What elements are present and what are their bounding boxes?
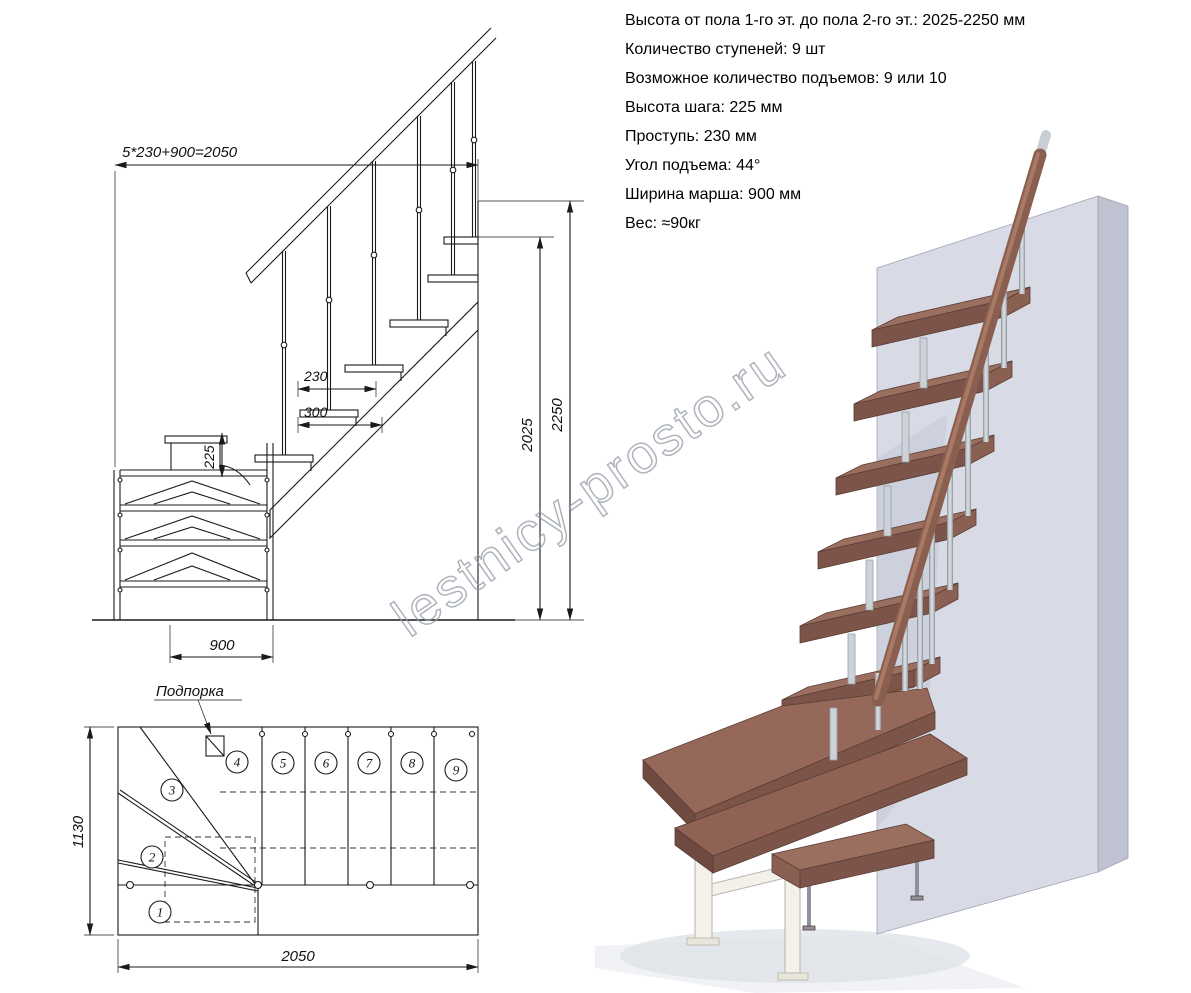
- spec-list: Высота от пола 1-го эт. до пола 2-го эт.…: [625, 6, 1185, 238]
- baluster: [415, 116, 423, 320]
- dim-tread-depth: 230: [303, 368, 328, 384]
- render-balusters: [875, 216, 1025, 730]
- plan-step-numbers: 1 2 3 4 5 6 7 8 9: [140, 750, 468, 924]
- render-handrail: [871, 130, 1051, 707]
- baluster: [370, 161, 378, 365]
- plan-dimensions: 1130 2050: [70, 726, 479, 973]
- spec-line-tread: Проступь: 230 мм: [625, 128, 757, 145]
- svg-text:9: 9: [453, 763, 460, 778]
- svg-text:5: 5: [280, 756, 287, 771]
- step-number-3: 3: [160, 778, 184, 802]
- step-number-9: 9: [444, 758, 468, 782]
- spec-line-march-width: Ширина марша: 900 мм: [625, 186, 802, 203]
- side-view-dimensions: 5*230+900=2050 230 300 225 900 2025 22: [114, 144, 574, 663]
- svg-text:8: 8: [409, 756, 416, 771]
- plan-flight-steps: [220, 727, 478, 885]
- stringer-beam: [269, 300, 479, 540]
- render-floor: [595, 929, 1025, 993]
- dim-height-to-top-tread: 2025: [519, 418, 536, 453]
- step-number-1: 1: [148, 900, 172, 924]
- dim-total-run: 5*230+900=2050: [122, 144, 238, 161]
- dim-floor-to-floor: 2250: [549, 398, 566, 433]
- step-number-5: 5: [271, 751, 295, 775]
- plan-joist: [118, 880, 478, 890]
- step-number-7: 7: [357, 751, 381, 775]
- dim-rise: 225: [201, 445, 217, 470]
- step-number-6: 6: [314, 751, 338, 775]
- svg-text:7: 7: [366, 756, 373, 771]
- baluster: [280, 251, 288, 455]
- dim-plan-width: 1130: [70, 815, 87, 848]
- svg-text:6: 6: [323, 756, 330, 771]
- spec-line-step-height: Высота шага: 225 мм: [625, 99, 783, 116]
- side-view-treads: [254, 236, 479, 471]
- spec-line-angle: Угол подъема: 44°: [625, 157, 761, 174]
- render-3d-view: [595, 130, 1129, 993]
- step-number-4: 4: [225, 750, 249, 774]
- plan-winder-steps: [117, 726, 261, 935]
- plan-view-drawing: Подпорка 1 2 3 4 5 6 7 8 9 1130 2050: [70, 683, 479, 973]
- svg-text:1: 1: [157, 905, 164, 920]
- support-detail: Подпорка: [154, 683, 242, 757]
- render-bottom-step: [770, 823, 936, 931]
- step-number-2: 2: [140, 845, 164, 869]
- svg-text:3: 3: [168, 783, 176, 798]
- render-winder: [642, 687, 968, 874]
- spec-line-rise-count: Возможное количество подъемов: 9 или 10: [625, 70, 947, 87]
- baluster: [449, 82, 457, 275]
- dim-march-width: 900: [209, 637, 235, 654]
- step-number-8: 8: [400, 751, 424, 775]
- baluster: [325, 206, 333, 410]
- baluster: [470, 61, 478, 237]
- spec-line-height-range: Высота от пола 1-го эт. до пола 2-го эт.…: [625, 12, 1026, 29]
- svg-text:4: 4: [234, 755, 241, 770]
- render-center-posts: [829, 337, 928, 761]
- plan-outline: [117, 726, 479, 936]
- dim-plan-length: 2050: [280, 948, 315, 965]
- svg-text:2: 2: [149, 850, 156, 865]
- spec-line-weight: Вес: ≈90кг: [625, 215, 701, 232]
- side-elevation-drawing: 5*230+900=2050 230 300 225 900 2025 22: [92, 27, 584, 663]
- dim-bottom-tread: 300: [304, 404, 328, 420]
- side-view-railing: [245, 27, 497, 455]
- support-label: Подпорка: [156, 683, 224, 700]
- lower-decorative-railing: [113, 435, 274, 620]
- spec-line-step-count: Количество ступеней: 9 шт: [625, 41, 826, 58]
